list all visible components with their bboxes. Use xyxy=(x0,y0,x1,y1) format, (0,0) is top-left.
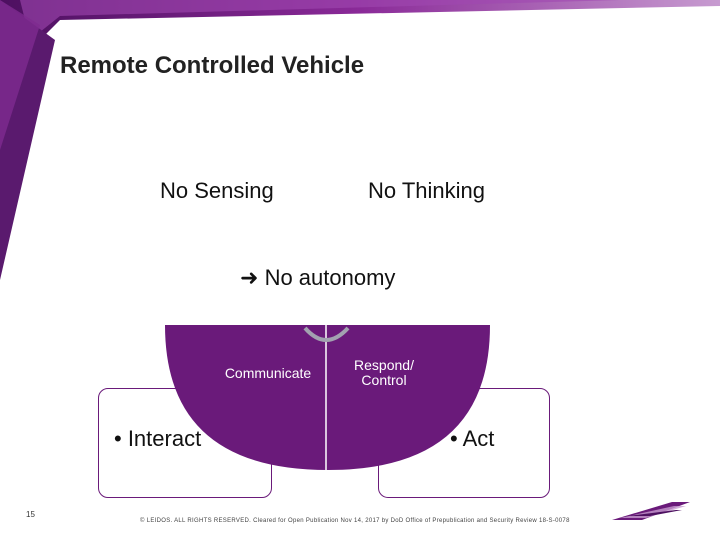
communicate-label: Communicate xyxy=(224,365,312,381)
act-bullet: • Act xyxy=(450,426,495,451)
no-autonomy-line: ➜ No autonomy xyxy=(240,265,395,291)
no-autonomy-text: No autonomy xyxy=(264,265,396,290)
no-sensing-heading: No Sensing xyxy=(160,178,274,203)
leidos-logo-icon xyxy=(612,502,690,520)
process-semicircle xyxy=(165,325,490,470)
header-band xyxy=(0,0,720,60)
cycle-arc-icon xyxy=(303,326,350,342)
interact-bullet: • Interact xyxy=(114,426,202,451)
page-title: Remote Controlled Vehicle xyxy=(60,52,365,79)
arrow-right-icon: ➜ xyxy=(240,265,259,290)
footer-text: © LEIDOS. ALL RIGHTS RESERVED. Cleared f… xyxy=(140,518,570,524)
page-number: 15 xyxy=(26,510,35,519)
side-band xyxy=(0,0,55,280)
respond-control-label: Respond/ Control xyxy=(354,357,414,388)
no-thinking-heading: No Thinking xyxy=(368,178,485,203)
